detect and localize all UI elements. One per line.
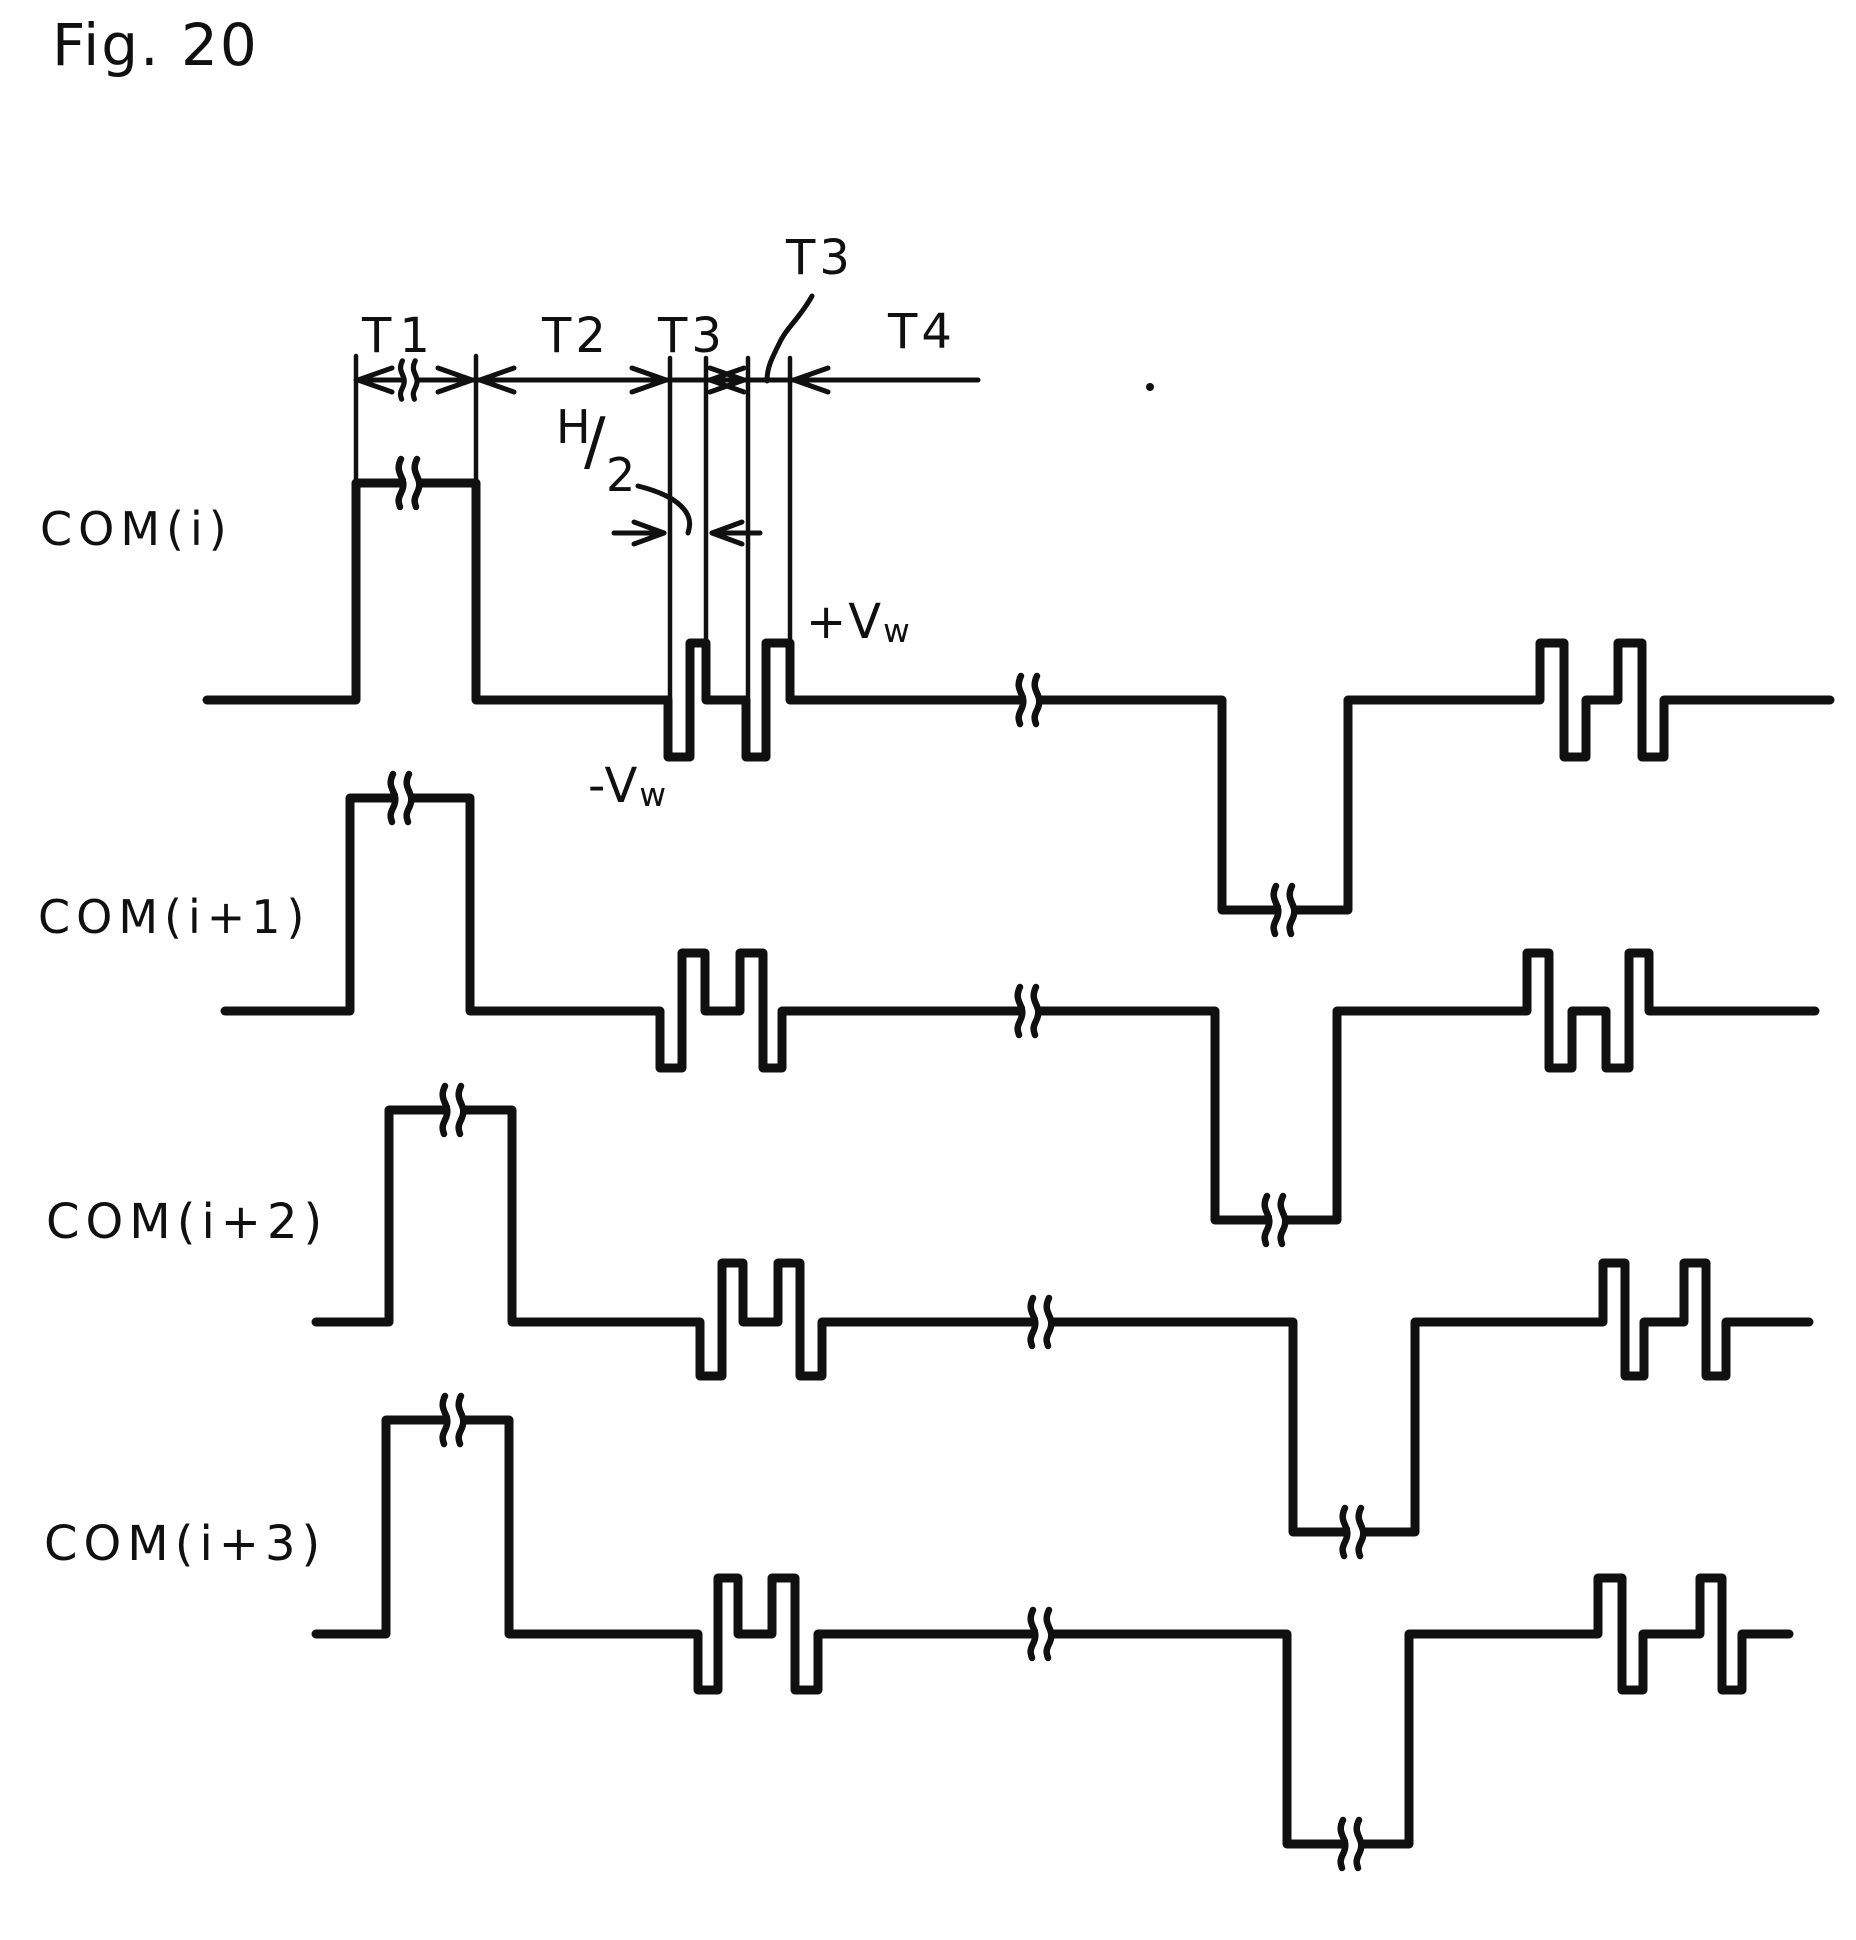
waveform-3-top-break <box>455 1392 467 1448</box>
waveform-2-baseline-break <box>1043 1294 1055 1350</box>
waveform-2-deep-break <box>1355 1504 1367 1560</box>
minus-vw-main: -V <box>588 758 640 814</box>
label-h2-numerator: H <box>556 400 591 454</box>
waveform-0-baseline-break <box>1015 672 1027 728</box>
dimension-break <box>397 358 407 402</box>
label-com-i1: COM(i+1) <box>38 890 311 944</box>
dimension-arrowhead <box>791 365 831 395</box>
h2-arrowhead <box>631 519 667 547</box>
waveform-0-top-break <box>411 455 423 511</box>
label-h2-denominator: 2 <box>606 448 636 502</box>
waveform-0-deep-break <box>1286 882 1298 938</box>
waveform-2-baseline-break <box>1027 1294 1039 1350</box>
waveform-3-deep-break <box>1353 1816 1365 1872</box>
waveform-3-top-break <box>439 1392 451 1448</box>
leader-line <box>635 483 693 536</box>
dimension-arrowhead <box>707 365 747 395</box>
waveform-trace-2 <box>311 1105 1814 1537</box>
waveform-0-deep-break <box>1270 882 1282 938</box>
dimension-arrowhead <box>355 365 395 395</box>
h2-arrowhead <box>709 519 745 547</box>
waveform-0-baseline-break <box>1031 672 1043 728</box>
waveform-1-top-break <box>403 770 415 826</box>
label-com-i: COM(i) <box>40 502 233 556</box>
figure-title: Fig. 20 <box>52 11 259 79</box>
waveform-trace-0 <box>202 478 1835 915</box>
dimension-arrowhead <box>477 365 517 395</box>
break-gap <box>406 372 417 388</box>
label-t1: T1 <box>362 308 438 364</box>
label-com-i2: COM(i+2) <box>46 1194 329 1250</box>
label-com-i3: COM(i+3) <box>44 1516 327 1572</box>
print-dot <box>1146 383 1154 391</box>
label-t3-first: T3 <box>658 308 726 364</box>
waveform-1-deep-break <box>1261 1192 1273 1248</box>
leader-line <box>764 293 815 384</box>
minus-vw-sub: w <box>639 775 667 814</box>
waveform-1-baseline-break <box>1030 983 1042 1039</box>
label-t3-second: T3 <box>786 230 854 286</box>
waveform-0-top-break <box>395 455 407 511</box>
label-t4: T4 <box>888 304 956 360</box>
waveform-1-top-break <box>387 770 399 826</box>
dimension-arrowhead <box>629 365 669 395</box>
label-minus-vw: -Vw <box>588 762 666 812</box>
waveform-1-deep-break <box>1277 1192 1289 1248</box>
waveform-trace-1 <box>220 793 1820 1225</box>
label-h2-slash: / <box>584 405 606 479</box>
waveform-2-deep-break <box>1339 1504 1351 1560</box>
waveform-3-baseline-break <box>1043 1606 1055 1662</box>
waveform-2-top-break <box>439 1082 451 1138</box>
label-t2: T2 <box>542 308 610 364</box>
waveform-2-top-break <box>455 1082 467 1138</box>
dimension-arrowhead <box>435 365 475 395</box>
label-plus-vw: +Vw <box>806 598 910 648</box>
dimension-arrowhead <box>707 365 747 395</box>
waveform-3-deep-break <box>1337 1816 1349 1872</box>
plus-vw-sub: w <box>883 611 910 650</box>
waveform-3-baseline-break <box>1027 1606 1039 1662</box>
waveform-1-baseline-break <box>1014 983 1026 1039</box>
dimension-break <box>410 358 420 402</box>
plus-vw-main: +V <box>806 594 884 650</box>
